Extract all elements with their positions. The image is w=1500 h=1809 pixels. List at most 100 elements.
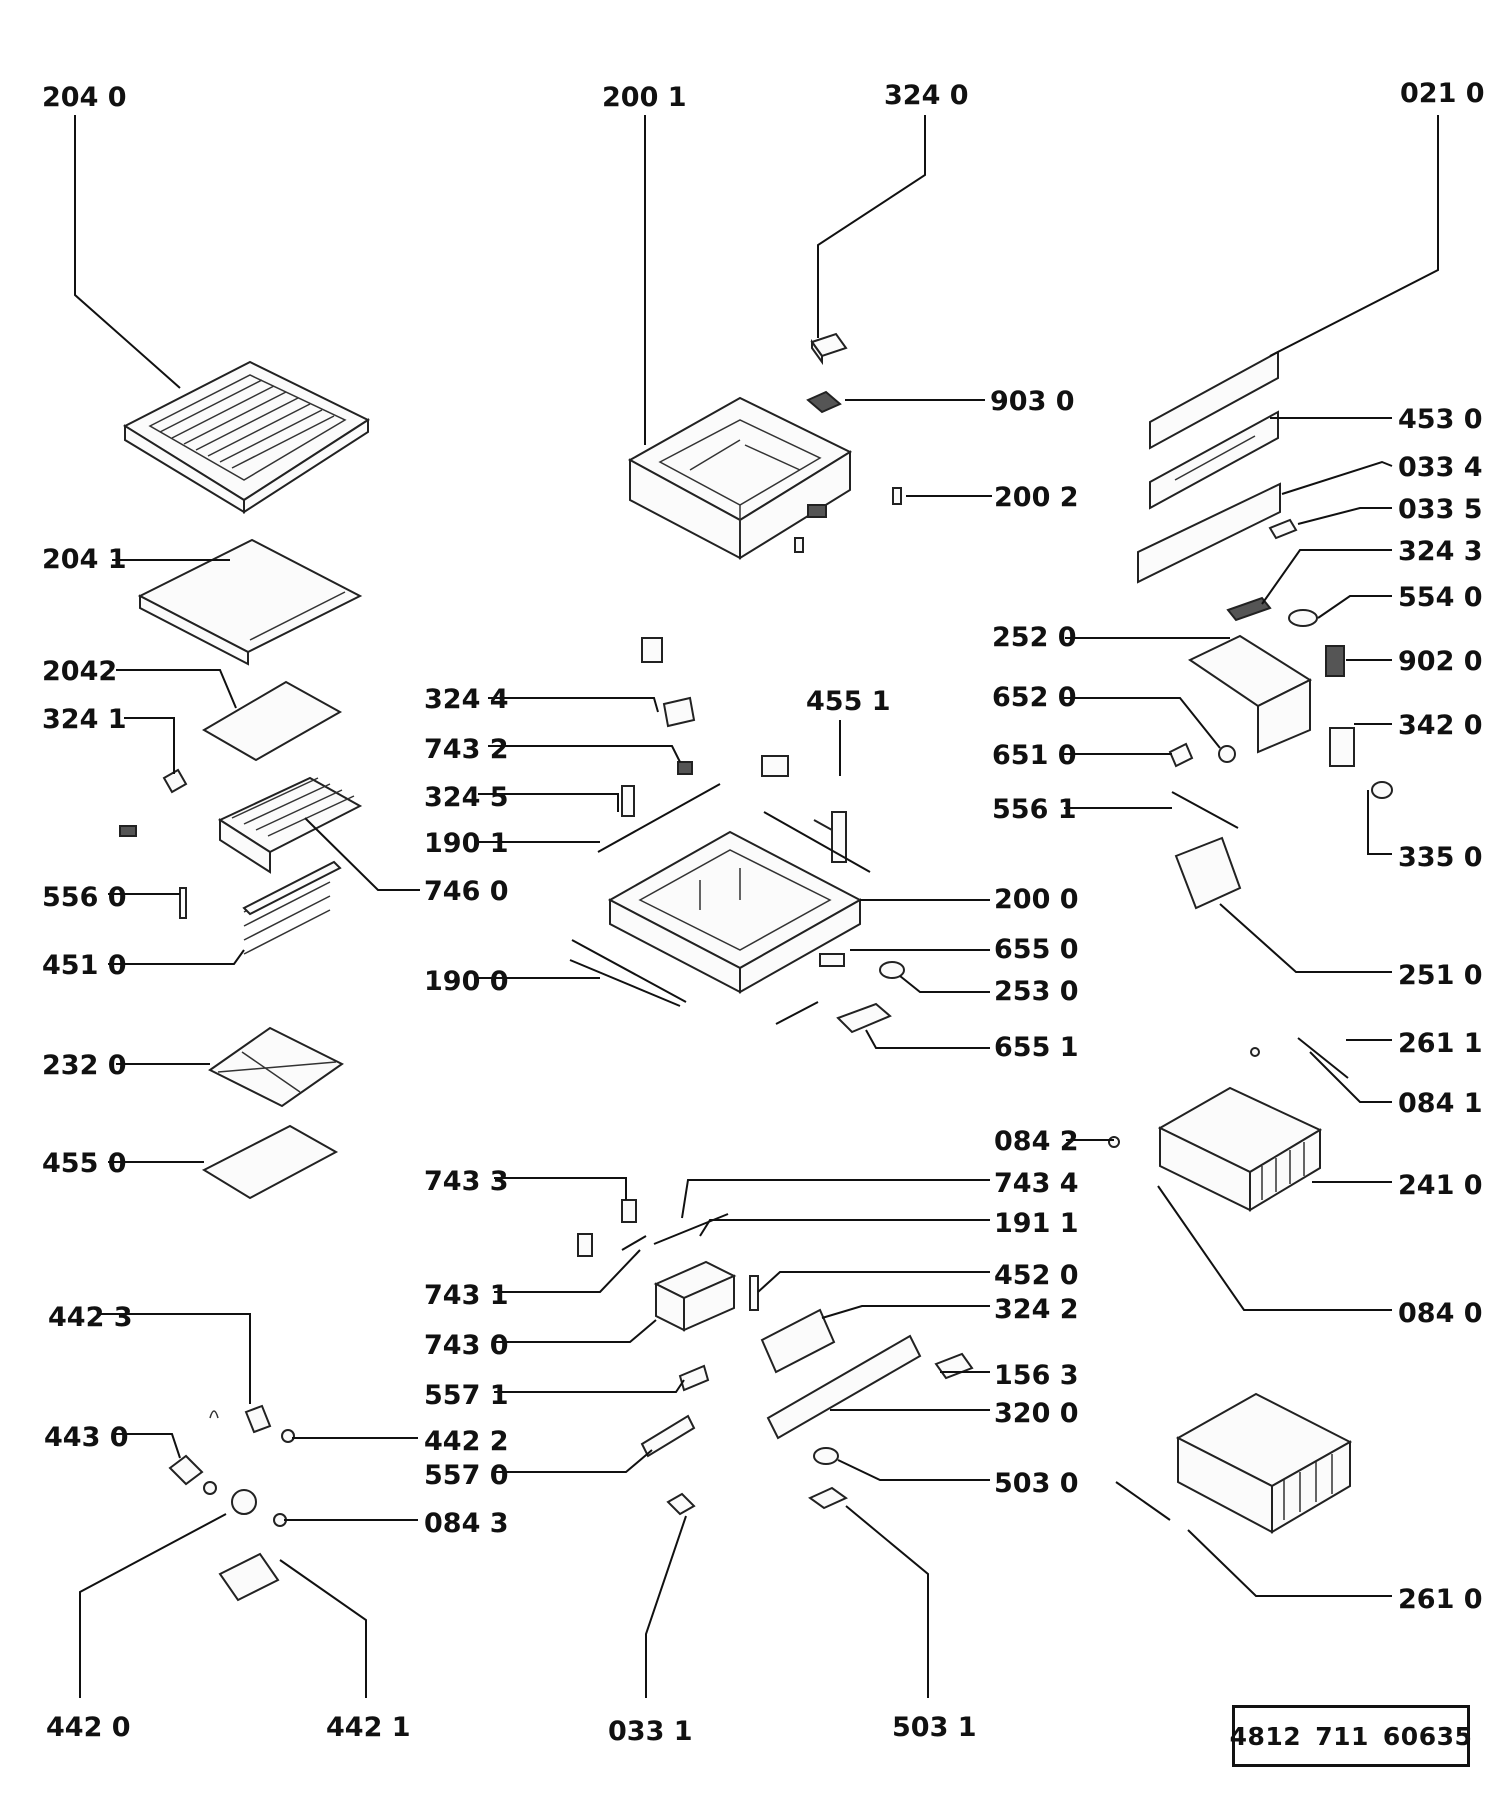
part-253-0-cap [879, 961, 905, 979]
part-503-0-lamp [813, 1447, 839, 1465]
label-033-1: 033 1 [608, 1716, 693, 1747]
part-903-0-clip [806, 390, 842, 414]
label-655-0: 655 0 [994, 934, 1079, 965]
part-453-0-panel [1149, 410, 1279, 510]
document-number-part-1: 4812 [1229, 1721, 1302, 1751]
part-655-0-clip [819, 953, 845, 967]
label-651-0: 651 0 [992, 740, 1077, 771]
label-324-2: 324 2 [994, 1294, 1079, 1325]
part-655-1-plate [836, 1002, 892, 1034]
label-156-3: 156 3 [994, 1360, 1079, 1391]
part-261-1-rail [1297, 1037, 1349, 1079]
label-455-0: 455 0 [42, 1148, 127, 1179]
part-743-2-clip [677, 761, 693, 775]
part-033-1-clip [666, 1492, 696, 1516]
part-455-0-plate [201, 1124, 339, 1200]
part-084-2-screw [1108, 1136, 1120, 1148]
part-021-0-top-panel [1149, 350, 1279, 450]
label-503-0: 503 0 [994, 1468, 1079, 1499]
part-442-3-spring [209, 1410, 219, 1419]
label-443-0: 443 0 [44, 1422, 129, 1453]
part-324-4-block [662, 696, 696, 728]
label-021-0: 021 0 [1400, 78, 1485, 109]
label-743-4: 743 4 [994, 1168, 1079, 1199]
label-261-1: 261 1 [1398, 1028, 1483, 1059]
label-084-2: 084 2 [994, 1126, 1079, 1157]
label-743-0: 743 0 [424, 1330, 509, 1361]
part-084-3-washer-a [203, 1481, 217, 1495]
label-084-0: 084 0 [1398, 1298, 1483, 1329]
label-232-0: 232 0 [42, 1050, 127, 1081]
part-556-1-rod [1171, 791, 1239, 829]
part-324-4-square [641, 637, 663, 663]
part-191-1-rail [653, 1213, 729, 1245]
part-190-0-rail [571, 939, 687, 1003]
label-320-0: 320 0 [994, 1398, 1079, 1429]
part-033-5-tab [1268, 518, 1298, 540]
label-190-0: 190 0 [424, 966, 509, 997]
label-453-0: 453 0 [1398, 404, 1483, 435]
document-number-part-2: 711 [1315, 1721, 1369, 1751]
part-241-0-drawer [1157, 1086, 1323, 1212]
label-557-1: 557 1 [424, 1380, 509, 1411]
part-442-1-housing [218, 1552, 280, 1602]
label-324-4: 324 4 [424, 684, 509, 715]
label-556-1: 556 1 [992, 794, 1077, 825]
part-746-0-evaporator [217, 776, 363, 874]
part-251-0-bracket [1174, 836, 1242, 910]
label-556-0: 556 0 [42, 882, 127, 913]
part-556-0-pin [179, 887, 187, 919]
label-335-0: 335 0 [1398, 842, 1483, 873]
label-200-2: 200 2 [994, 482, 1079, 513]
label-324-5: 324 5 [424, 782, 509, 813]
label-746-0: 746 0 [424, 876, 509, 907]
part-442-2-washer [281, 1429, 295, 1443]
part-557-1-switch [678, 1364, 710, 1392]
part-200-1-compartment [627, 396, 853, 560]
part-743-0-block [653, 1260, 737, 1332]
part-324-0-block [810, 332, 848, 366]
part-324-2-board [760, 1308, 836, 1374]
label-251-0: 251 0 [1398, 960, 1483, 991]
part-320-0-panel [766, 1334, 922, 1440]
label-200-1: 200 1 [602, 82, 687, 113]
label-452-0: 452 0 [994, 1260, 1079, 1291]
label-2042: 2042 [42, 656, 117, 687]
part-655-1-rod [775, 1001, 819, 1025]
part-190-1-rail [597, 783, 721, 853]
part-342-0-bracket [1329, 727, 1355, 767]
part-232-0-tray [208, 1026, 344, 1108]
part-455-1-pipe [813, 811, 847, 863]
part-200-0-main-tray [569, 811, 871, 1007]
part-204-1-shelf [137, 538, 363, 666]
document-number: 4812 711 60635 [1229, 1705, 1473, 1767]
part-652-0-pin [1218, 745, 1236, 763]
label-253-0: 253 0 [994, 976, 1079, 1007]
part-743-1-clip [621, 1235, 647, 1251]
label-442-3: 442 3 [48, 1302, 133, 1333]
label-324-1: 324 1 [42, 704, 127, 735]
part-743-3-clip-b [577, 1233, 593, 1257]
label-204-1: 204 1 [42, 544, 127, 575]
part-324-5-clip [621, 785, 635, 817]
label-743-1: 743 1 [424, 1280, 509, 1311]
part-033-4-panel [1137, 482, 1281, 584]
part-2042-plate [202, 680, 343, 762]
label-903-0: 903 0 [990, 386, 1075, 417]
label-503-1: 503 1 [892, 1712, 977, 1743]
label-190-1: 190 1 [424, 828, 509, 859]
document-number-part-3: 60635 [1382, 1721, 1473, 1751]
label-084-3: 084 3 [424, 1508, 509, 1539]
label-442-1: 442 1 [326, 1712, 411, 1743]
part-651-0-bulb [1168, 742, 1194, 768]
part-261-0-drawer [1115, 1392, 1353, 1534]
label-033-4: 033 4 [1398, 452, 1483, 483]
label-655-1: 655 1 [994, 1032, 1079, 1063]
label-324-0: 324 0 [884, 80, 969, 111]
part-200-2-pin [892, 487, 902, 505]
label-241-0: 241 0 [1398, 1170, 1483, 1201]
label-204-0: 204 0 [42, 82, 127, 113]
part-442-3-clip [244, 1404, 272, 1434]
label-442-2: 442 2 [424, 1426, 509, 1457]
